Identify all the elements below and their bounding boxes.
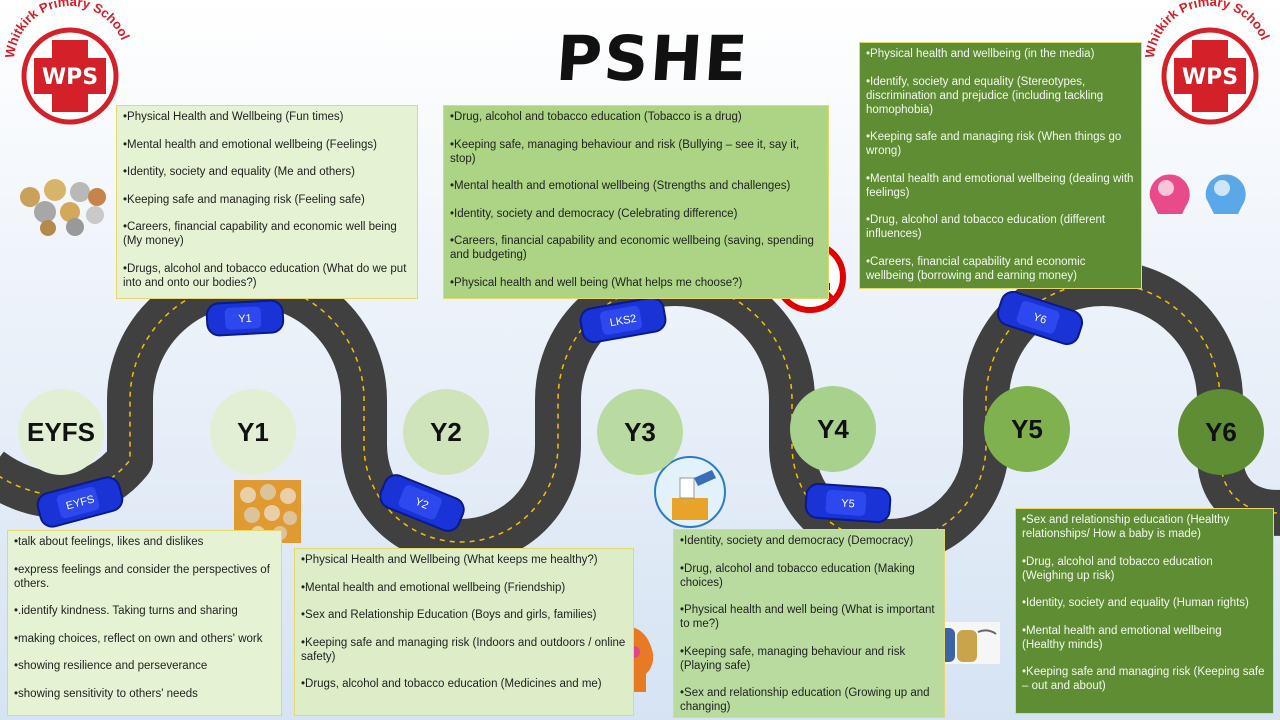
- panel-item: •Identify, society and equality (Stereot…: [866, 75, 1104, 116]
- panel-y6-upper: •Physical health and wellbeing (in the m…: [859, 42, 1142, 289]
- panel-lks2: •Drug, alcohol and tobacco education (To…: [443, 105, 829, 299]
- school-logo-right: Whitkirk Primary School WPS: [1142, 0, 1280, 130]
- panel-y1: •Physical Health and Wellbeing (Fun time…: [116, 105, 418, 299]
- car-lks2: LKS2: [579, 296, 667, 344]
- panel-item: •Physical health and wellbeing (in the m…: [866, 48, 1095, 60]
- car-y6: Y6: [996, 290, 1084, 346]
- panel-item: •Mental health and emotional wellbeing (…: [301, 581, 566, 594]
- panel-item: •Mental health and emotional wellbeing (…: [123, 138, 377, 151]
- panel-item: •talk about feelings, likes and dislikes: [14, 536, 204, 548]
- panel-item: •Physical Health and Wellbeing (What kee…: [301, 554, 598, 566]
- panel-item: •Identity, society and democracy (Celebr…: [450, 207, 738, 220]
- panel-item: •Drug, alcohol and tobacco education (di…: [866, 214, 1106, 240]
- panel-item: •Physical health and well being (What he…: [450, 276, 743, 289]
- ballot-box-icon: [654, 456, 726, 528]
- panel-eyfs: •talk about feelings, likes and dislikes…: [7, 530, 282, 716]
- panel-y6-lower: •Sex and relationship education (Healthy…: [1015, 508, 1274, 714]
- year-circle-y3: Y3: [597, 389, 683, 475]
- coins-icon: [20, 179, 106, 236]
- year-circle-y1: Y1: [210, 389, 296, 475]
- year-circle-y4: Y4: [790, 386, 876, 472]
- panel-item: •showing sensitivity to others' needs: [14, 687, 198, 700]
- crest-letters-right: WPS: [1182, 65, 1238, 90]
- car-y2: Y2: [379, 474, 465, 532]
- panel-item: •Identity, society and democracy (Democr…: [680, 535, 914, 547]
- panel-y2: •Physical Health and Wellbeing (What kee…: [294, 548, 634, 716]
- panel-item: •Mental health and emotional wellbeing (…: [866, 172, 1134, 199]
- panel-item: •Sex and Relationship Education (Boys an…: [301, 609, 597, 621]
- car-label-y6: Y6: [1031, 311, 1048, 327]
- crest-letters-left: WPS: [42, 65, 98, 90]
- year-circle-y5: Y5: [984, 386, 1070, 472]
- panel-item: •Careers, financial capability and econo…: [450, 235, 814, 261]
- panel-item: •express feelings and consider the persp…: [14, 563, 270, 590]
- car-label-y2: Y2: [413, 496, 430, 512]
- panel-item: •showing resilience and perseverance: [14, 660, 208, 672]
- panel-item: •Sex and relationship education (Growing…: [680, 687, 930, 713]
- year-circle-y2: Y2: [403, 389, 489, 475]
- car-label-lks2: LKS2: [609, 313, 638, 329]
- panel-item: •Drug, alcohol and tobacco education (To…: [450, 111, 742, 123]
- panel-item: •Careers, financial capability and econo…: [123, 221, 397, 247]
- panel-item: •Keeping safe and managing risk (When th…: [866, 131, 1122, 157]
- panel-item: •Drugs, alcohol and tobacco education (W…: [123, 262, 407, 289]
- panel-item: •Keeping safe and managing risk (Feeling…: [123, 193, 365, 206]
- heads-icon: [1149, 174, 1246, 214]
- school-logo-left: Whitkirk Primary School WPS: [0, 0, 140, 130]
- panel-item: •Keeping safe, managing behaviour and ri…: [680, 645, 906, 672]
- panel-item: •Careers, financial capability and econo…: [866, 255, 1086, 282]
- car-label-y1: Y1: [238, 313, 252, 326]
- car-label-y5: Y5: [841, 498, 855, 511]
- panel-y5: •Identity, society and democracy (Democr…: [673, 529, 945, 718]
- panel-item: •.identify kindness. Taking turns and sh…: [14, 605, 238, 617]
- panel-item: •Keeping safe and managing risk (Indoors…: [301, 636, 626, 663]
- panel-item: •Drug, alcohol and tobacco education (We…: [1022, 555, 1213, 582]
- year-circle-eyfs: EYFS: [18, 389, 104, 475]
- panel-item: •Mental health and emotional wellbeing (…: [450, 180, 791, 192]
- car-eyfs: EYFS: [36, 476, 124, 528]
- panel-item: •Drugs, alcohol and tobacco education (M…: [301, 678, 602, 690]
- year-circle-y6: Y6: [1178, 389, 1264, 475]
- panel-item: •making choices, reflect on own and othe…: [14, 632, 263, 645]
- panel-item: •Keeping safe, managing behaviour and ri…: [450, 138, 800, 165]
- car-y1: Y1: [205, 299, 285, 337]
- panel-item: •Identity, society and equality (Human r…: [1022, 597, 1249, 609]
- panel-item: •Mental health and emotional wellbeing (…: [1022, 624, 1222, 651]
- panel-item: •Physical health and well being (What is…: [680, 604, 935, 630]
- panel-item: •Identity, society and equality (Me and …: [123, 166, 356, 178]
- panel-item: •Sex and relationship education (Healthy…: [1022, 514, 1230, 540]
- panel-item: •Drug, alcohol and tobacco education (Ma…: [680, 562, 915, 589]
- car-y5: Y5: [804, 482, 892, 524]
- panel-item: •Keeping safe and managing risk (Keeping…: [1022, 666, 1265, 692]
- panel-item: •Physical Health and Wellbeing (Fun time…: [123, 111, 344, 123]
